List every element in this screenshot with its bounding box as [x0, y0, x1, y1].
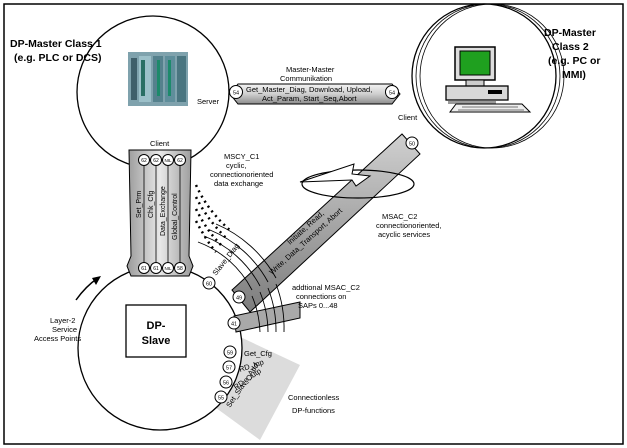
master1-client-label: Client	[150, 139, 170, 148]
msac-c2-arrow	[231, 133, 421, 313]
column-service-chk-cfg: Chk_Cfg	[148, 191, 155, 218]
mscy-c1-title-line1: MSCY_C1	[224, 152, 259, 161]
additional-line3: SAPs 0...48	[298, 301, 338, 310]
master-master-bar	[229, 83, 401, 105]
master2-title-line3: (e.g. PC or	[548, 55, 601, 67]
column-sap-top-2: NIL	[164, 158, 172, 163]
sap-circle-rd-inp	[222, 360, 236, 374]
master2-client-label: Client	[398, 113, 418, 122]
column-service-set-prm: Set_Prm	[136, 191, 143, 218]
master1-title-line2: (e.g. PLC or DCS)	[14, 52, 102, 64]
mscy-c1-title-line2: cyclic,	[226, 161, 246, 170]
cyclic-column	[126, 149, 194, 277]
master-master-sap-left: 54	[233, 91, 239, 97]
mscy-c1-title-line4: data exchange	[214, 179, 263, 188]
sap-circle-get-cfg	[223, 345, 237, 359]
slave-box	[125, 304, 187, 358]
connectionless-line2: DP-functions	[292, 406, 335, 415]
fan-sap-set-slave-add: 55	[218, 396, 224, 402]
fan-sap-get-cfg: 59	[227, 351, 233, 357]
sap-circle-msac-client	[405, 136, 419, 150]
pc-icon	[445, 46, 532, 113]
sap-circle-master1	[229, 85, 243, 99]
msac-c2-sap-slave: 49	[236, 296, 242, 302]
layer2-arrowhead	[92, 276, 101, 285]
master-master-services-line1: Get_Master_Diag, Download, Upload,	[246, 85, 372, 94]
fan-sap-rd-inp: 57	[226, 366, 232, 372]
msac-c2-title-line2: connectionoriented,	[376, 221, 441, 230]
master-master-sap-right: 54	[389, 91, 395, 97]
additional-sap: 41	[231, 322, 237, 328]
column-sap-bottom-1: 61	[153, 266, 159, 272]
layer2-line3: Access Points	[34, 334, 81, 343]
additional-line1: addtional MSAC_C2	[292, 283, 360, 292]
column-sap-bottom-2: NIL	[164, 266, 172, 271]
column-sap-top-0: 62	[141, 158, 147, 164]
slave-title-line2: Slave	[142, 335, 171, 347]
plc-icon	[128, 52, 188, 106]
master2-title-line2: Class 2	[552, 41, 589, 53]
additional-line2: connections on	[296, 292, 346, 301]
fan-service-get-cfg: Get_Cfg	[244, 349, 272, 358]
sap-circle-msac-slave	[232, 290, 246, 304]
column-sap-bottom-0: 61	[141, 266, 147, 272]
column-service-global-control: Global_Control	[172, 193, 179, 240]
layer2-line1: Layer-2	[50, 316, 75, 325]
slave-title-line1: DP-	[147, 320, 166, 332]
msac-c2-title-line1: MSAC_C2	[382, 212, 417, 221]
column-sap-top-3: 62	[177, 158, 183, 164]
msac-c2-title-line3: acyclic services	[378, 230, 430, 239]
master-master-services-line2: Act_Param, Start_Seq,Abort	[262, 94, 358, 103]
master-master-title-line1: Master-Master	[286, 65, 335, 74]
sap-circle-set-slave-add	[214, 390, 228, 404]
master-master-title-line2: Communikation	[280, 74, 332, 83]
master2-title-line4: MMI)	[562, 69, 586, 81]
connectionless-line1: Connectionless	[288, 393, 340, 402]
sap-circle-slave-diag	[202, 276, 216, 290]
master2-circle-shadow2	[419, 3, 565, 149]
master1-title-line1: DP-Master Class 1	[10, 38, 102, 50]
column-sap-top-1: 62	[153, 158, 159, 164]
msac-c2-sap-client: 50	[409, 142, 415, 148]
fan-sap-rd-outp: 56	[223, 381, 229, 387]
column-sap-bottom-3: 58	[177, 266, 183, 272]
layer2-line2: Service	[52, 325, 77, 334]
master1-server-label: Server	[197, 97, 220, 106]
mscy-c1-title-line3: connectionoriented	[210, 170, 273, 179]
sap-circle-master2	[385, 85, 399, 99]
slave-ring-arcs	[197, 223, 285, 333]
column-service-data-exchange: Data_Exchange	[160, 186, 167, 236]
slave-diag-sap: 60	[206, 282, 212, 288]
sap-circle-rd-outp	[219, 375, 233, 389]
master2-title-line1: DP-Master	[544, 27, 596, 39]
